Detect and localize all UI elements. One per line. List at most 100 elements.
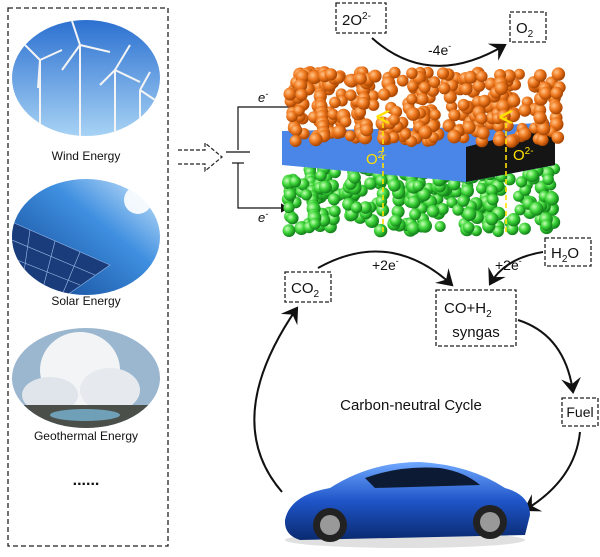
cathode-particle — [448, 178, 461, 191]
cathode-particle — [460, 184, 474, 198]
electron-gain-label-left: +2e- — [372, 256, 399, 273]
electron-label-top: e- — [258, 89, 268, 105]
anode-particle — [329, 96, 341, 109]
electron-loss-label: -4e- — [428, 41, 451, 58]
cathode-particle — [436, 203, 449, 216]
cathode-particle — [406, 221, 420, 235]
cycle-arrows — [253, 250, 581, 512]
cathode-particle — [364, 177, 377, 190]
fuel-box — [561, 397, 599, 427]
anode-particle — [388, 131, 400, 144]
cycle-title: Carbon-neutral Cycle — [340, 397, 482, 414]
cathode-particle — [462, 207, 477, 222]
anode-particle — [448, 109, 461, 122]
anode-particle — [447, 129, 462, 144]
oxidation-arrow — [371, 37, 507, 67]
anode-particle — [494, 81, 509, 96]
anode-particle — [406, 93, 418, 105]
anode-particle — [360, 123, 374, 137]
anode-particle — [457, 98, 470, 111]
anode-particle — [389, 66, 401, 79]
cathode-particle — [318, 180, 332, 194]
anode-particle — [551, 131, 565, 144]
cathode-particle — [327, 193, 341, 206]
syngas-box — [435, 289, 517, 347]
cathode-particle — [434, 221, 446, 232]
anode-particle — [507, 94, 521, 108]
more-sources-ellipsis: ...... — [73, 472, 100, 489]
anode-particle — [332, 125, 346, 139]
oxygen-product: O2 — [516, 20, 534, 40]
cathode-particle — [282, 224, 296, 238]
geothermal-energy-label: Geothermal Energy — [34, 429, 138, 443]
anode-particle — [290, 124, 303, 137]
energy-source-panel — [7, 7, 169, 547]
fuel-label: Fuel — [566, 404, 593, 420]
cathode-particle — [309, 218, 321, 230]
cathode-particle — [486, 193, 499, 206]
anode-particle — [462, 120, 476, 135]
anode-particle — [438, 82, 451, 95]
anode-particle — [400, 128, 411, 140]
anode-particle — [436, 67, 450, 80]
anode-particle — [295, 88, 308, 102]
anode-particle — [309, 132, 323, 147]
anode-particle — [476, 126, 490, 140]
anode-particle — [549, 100, 563, 115]
co2-label: CO2 — [291, 280, 320, 300]
anode-particle — [354, 72, 367, 85]
wind-energy-image — [12, 20, 160, 136]
cathode-particle — [515, 176, 528, 188]
anode-particle — [418, 125, 433, 140]
anode-particle — [339, 115, 352, 128]
anode-particle — [418, 81, 431, 94]
anode-particle — [478, 94, 491, 107]
anode-particle — [464, 70, 478, 84]
cathode-particle — [507, 213, 521, 227]
cathode-particle — [476, 183, 487, 194]
cathode-particle — [544, 191, 559, 206]
anode-particle — [493, 134, 506, 147]
cathode-particle — [289, 175, 301, 188]
h2o-label: H2O — [551, 245, 579, 265]
anode-particle — [283, 87, 297, 101]
anode-particle — [504, 134, 518, 148]
anode-particle — [293, 105, 305, 117]
anode-particle — [536, 133, 549, 146]
anode-particle — [429, 109, 441, 121]
anode-particle — [497, 109, 511, 123]
h2o-box — [544, 237, 592, 267]
cathode-particle — [283, 202, 295, 214]
anode-particle — [293, 78, 308, 93]
anode-particle — [536, 122, 551, 136]
anode-particle — [496, 99, 511, 113]
oxygen-box — [509, 11, 547, 43]
cathode-particle — [373, 223, 388, 238]
solar-energy-label: Solar Energy — [51, 294, 120, 308]
anode-particle — [472, 79, 486, 93]
anode-particle — [513, 68, 525, 80]
h2o-to-syngas-arrow — [488, 251, 544, 286]
cathode-particle — [518, 222, 531, 235]
anode-particle — [344, 130, 356, 142]
anode-particle-layer — [283, 66, 566, 148]
power-input-arrow — [178, 141, 223, 173]
co2-box — [284, 271, 332, 303]
cathode-particle — [462, 221, 475, 234]
anode-particle — [475, 112, 488, 125]
oxide-ion-box — [335, 2, 387, 34]
fuel-to-car-arrow — [523, 431, 581, 512]
anode-particle — [460, 83, 473, 96]
oxide-ion-label-side: O2- — [513, 146, 534, 164]
car-to-co2-arrow — [253, 306, 299, 493]
wind-energy-label: Wind Energy — [52, 149, 121, 163]
cathode-particle — [300, 189, 312, 201]
cathode-particle — [350, 201, 363, 214]
car-image — [284, 462, 530, 548]
cathode-particle — [492, 225, 504, 238]
external-circuit — [226, 102, 298, 213]
cathode-particle — [485, 212, 499, 226]
anode-particle — [406, 107, 420, 121]
cathode-particle — [375, 195, 388, 208]
